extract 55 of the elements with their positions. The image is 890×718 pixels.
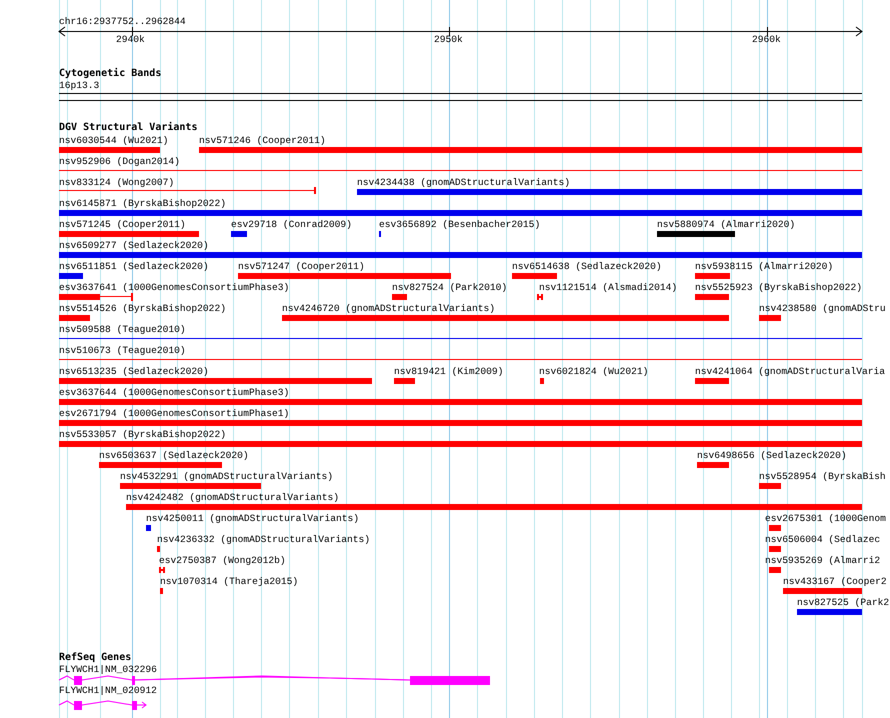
variant-label: nsv571247 (Cooper2011) [238,261,365,272]
track-title: Cytogenetic Bands [59,68,162,79]
variant-label: esv2750387 (Wong2012b) [159,555,286,566]
variant-label: esv2671794 (1000GenomesConsortiumPhase1) [59,408,290,419]
variant-label: nsv4250011 (gnomADStructuralVariants) [146,513,360,524]
variant-label: nsv5533057 (ByrskaBishop2022) [59,429,226,440]
tick-label: 2940k [116,34,145,45]
variant-label: nsv6506004 (Sedlazec [765,534,880,545]
band-label: 16p13.3 [59,80,100,91]
variant-label: nsv827524 (Park2010) [392,282,508,293]
variant-label: nsv6498656 (Sedlazeck2020) [697,450,847,461]
variant-label: nsv833124 (Wong2007) [59,177,174,188]
variant-label: nsv5528954 (ByrskaBish [759,471,886,482]
variant-label: nsv4236332 (gnomADStructuralVariants) [157,534,370,545]
variant-label: nsv510673 (Teague2010) [59,345,186,356]
variant-label: nsv5514526 (ByrskaBishop2022) [59,303,226,314]
variant-label: nsv571245 (Cooper2011) [59,219,186,230]
variant-label: nsv6513235 (Sedlazeck2020) [59,366,209,377]
track-title: DGV Structural Variants [59,122,198,133]
variant-label: nsv4241064 (gnomADStructuralVaria [695,366,885,377]
variant-label: nsv827525 (Park2 [797,597,890,608]
variant-label: nsv433167 (Cooper2 [783,576,887,587]
variant-label: esv3637644 (1000GenomesConsortiumPhase3) [59,387,290,398]
variant-label: esv29718 (Conrad2009) [231,219,352,230]
variant-label: nsv5938115 (Almarri2020) [695,261,834,272]
variant-label: nsv509588 (Teague2010) [59,324,186,335]
variant-label: nsv571246 (Cooper2011) [199,135,326,146]
variant-label: nsv1070314 (Thareja2015) [160,576,298,587]
variant-label: nsv6021824 (Wu2021) [539,366,648,377]
tick-label: 2960k [752,34,781,45]
variant-label: nsv4238580 (gnomADStru [759,303,886,314]
variant-label: esv3637641 (1000GenomesConsortiumPhase3) [59,282,290,293]
variant-label: nsv4246720 (gnomADStructuralVariants) [282,303,496,314]
variant-label: nsv6509277 (Sedlazeck2020) [59,240,209,251]
variant-label: nsv4532291 (gnomADStructuralVariants) [120,471,334,482]
variant-label: nsv5935269 (Almarri2 [765,555,880,566]
tick-label: 2950k [434,34,463,45]
variant-label: nsv6030544 (Wu2021) [59,135,168,146]
variant-label: nsv819421 (Kim2009) [394,366,504,377]
variant-label: nsv6514638 (Sedlazeck2020) [512,261,662,272]
variant-label: esv3656892 (Besenbacher2015) [379,219,540,230]
variant-label: nsv5525923 (ByrskaBishop2022) [695,282,862,293]
variant-label: esv2675301 (1000Genom [765,513,886,524]
locus-title: chr16:2937752..2962844 [59,16,186,27]
variant-label: nsv5880974 (Almarri2020) [657,219,796,230]
gene-label: FLYWCH1|NM_032296 [59,664,157,675]
variant-label: nsv1121514 (Alsmadi2014) [539,282,678,293]
track-title: RefSeq Genes [59,652,132,663]
variant-label: nsv6511851 (Sedlazeck2020) [59,261,209,272]
variant-label: nsv6145871 (ByrskaBishop2022) [59,198,226,209]
gene-label: FLYWCH1|NM_020912 [59,685,157,696]
variant-label: nsv6503637 (Sedlazeck2020) [99,450,249,461]
variant-label: nsv4242482 (gnomADStructuralVariants) [126,492,340,503]
variant-label: nsv952906 (Dogan2014) [59,156,180,167]
variant-label: nsv4234438 (gnomADStructuralVariants) [357,177,570,188]
